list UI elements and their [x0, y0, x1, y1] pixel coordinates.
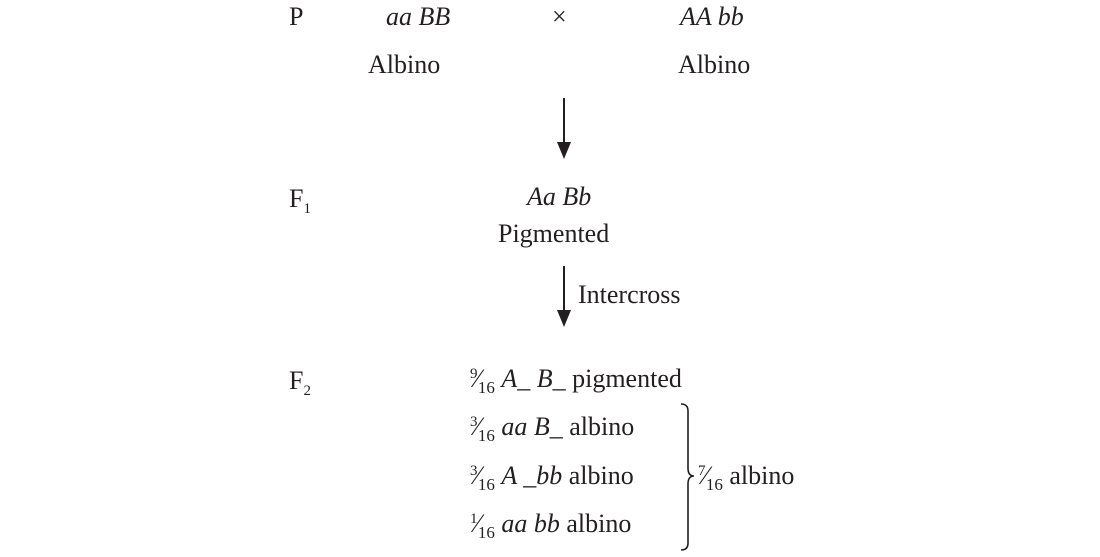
albino-brace: [680, 403, 695, 551]
f1-genotype: Aa Bb: [527, 182, 592, 211]
f2-class-row: 9⁄16 A_ B_ pigmented: [470, 364, 682, 397]
f2-phenotype: albino: [568, 461, 634, 490]
arrow-p-to-f1: [557, 98, 571, 159]
f2-phenotype: pigmented: [572, 364, 682, 393]
generation-label-f2: F2: [289, 366, 311, 399]
fraction: 3⁄16: [470, 412, 495, 445]
albino-total: 7⁄16 albino: [698, 461, 795, 494]
intercross-label: Intercross: [578, 280, 681, 309]
f2-genotype: aa B_: [501, 412, 563, 441]
f2-genotype: A_ B_: [501, 364, 566, 393]
f1-phenotype: Pigmented: [498, 219, 610, 248]
parent-right-phenotype: Albino: [678, 50, 751, 79]
generation-label-f1: F1: [289, 184, 311, 217]
fraction: 9⁄16: [470, 364, 495, 397]
f2-genotype: A _bb: [501, 461, 563, 490]
generation-label-p: P: [289, 2, 304, 31]
fraction: 7⁄16: [698, 461, 723, 494]
arrow-f1-to-f2: [557, 266, 571, 327]
cross-symbol: ×: [552, 2, 567, 31]
f2-phenotype: albino: [569, 412, 635, 441]
fraction: 3⁄16: [470, 461, 495, 494]
parent-right-genotype: AA bb: [680, 2, 744, 31]
parent-left-genotype: aa BB: [386, 2, 451, 31]
albino-total-phenotype: albino: [729, 461, 795, 490]
f2-class-row: 3⁄16 aa B_ albino: [470, 412, 635, 445]
f2-phenotype: albino: [566, 509, 632, 538]
f2-class-row: 3⁄16 A _bb albino: [470, 461, 634, 494]
parent-left-phenotype: Albino: [368, 50, 441, 79]
f2-class-row: 1⁄16 aa bb albino: [470, 509, 632, 542]
f2-genotype: aa bb: [501, 509, 560, 538]
fraction: 1⁄16: [470, 509, 495, 542]
